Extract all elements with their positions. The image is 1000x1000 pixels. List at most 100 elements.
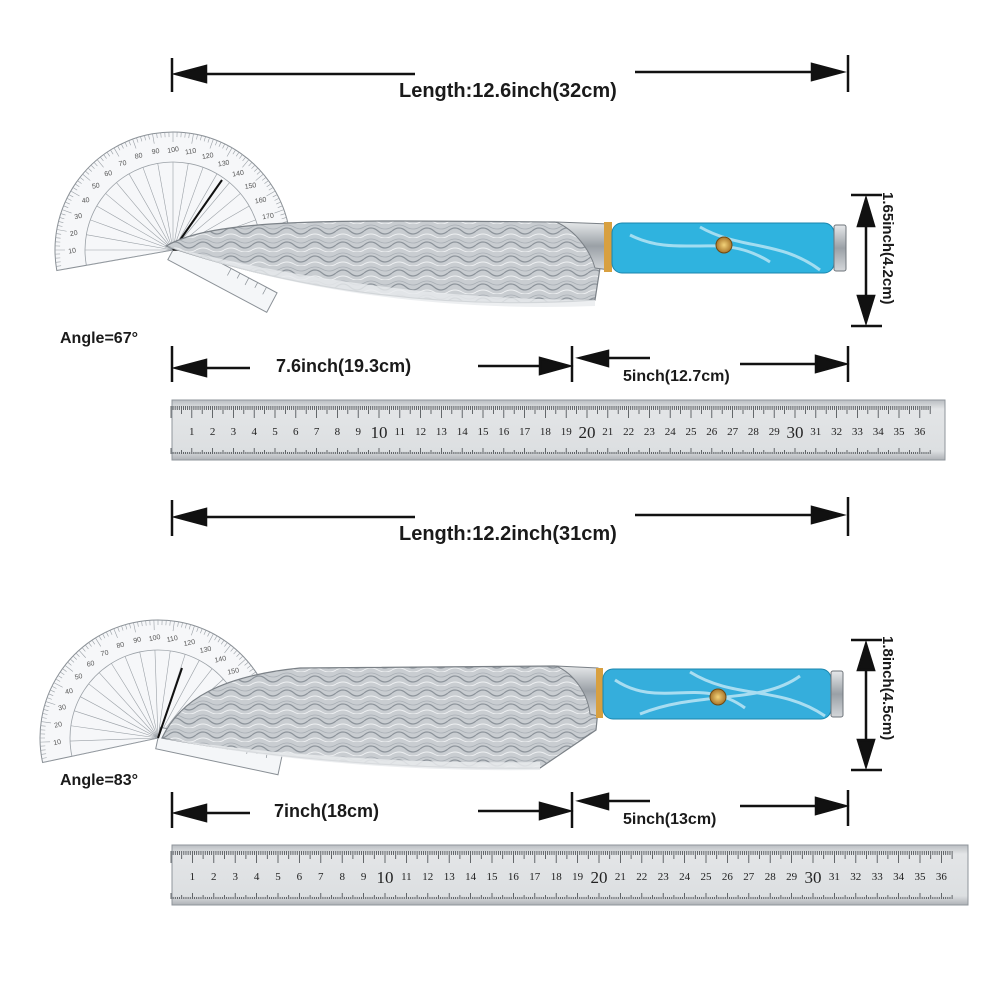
protractor-tick	[59, 217, 65, 220]
protractor-tick	[141, 621, 143, 627]
ruler-number: 10	[371, 423, 388, 442]
knife-2-handle-length-label: 5inch(13cm)	[619, 811, 721, 829]
protractor-tick	[268, 187, 274, 191]
protractor-tick	[117, 627, 120, 632]
protractor-number: 120	[183, 639, 196, 648]
knife-1-handle-length-label: 5inch(12.7cm)	[619, 368, 734, 386]
protractor-tick	[249, 668, 254, 672]
protractor-tick	[57, 675, 63, 679]
ruler-number: 16	[498, 426, 510, 438]
ruler-number: 1	[190, 871, 196, 883]
protractor-tick	[40, 741, 51, 743]
protractor-tick	[56, 268, 67, 271]
protractor-tick	[207, 137, 210, 143]
protractor-tick	[145, 620, 147, 626]
protractor-tick	[232, 149, 236, 155]
ruler-number: 25	[701, 871, 713, 883]
protractor-number: 60	[86, 660, 95, 668]
ruler-number: 3	[232, 871, 238, 883]
protractor-tick	[55, 249, 65, 251]
protractor-tick	[129, 623, 131, 629]
protractor-ray	[90, 219, 174, 251]
protractor-ray	[124, 656, 159, 739]
protractor-tick	[40, 725, 46, 727]
ruler-number: 11	[395, 426, 406, 438]
ruler-number: 33	[852, 426, 864, 438]
protractor-tick	[149, 620, 151, 626]
protractor-tick	[90, 164, 95, 169]
ruler-number: 29	[786, 871, 798, 883]
ruler-number: 1	[189, 426, 195, 438]
protractor-tick	[47, 697, 52, 700]
protractor-tick	[125, 624, 128, 630]
ruler-number: 14	[465, 871, 477, 883]
protractor-tick	[55, 241, 61, 243]
protractor-ray	[105, 193, 174, 251]
protractor-ray	[111, 663, 159, 739]
angle-line-2	[157, 667, 183, 739]
ruler-number: 24	[665, 426, 677, 438]
ruler-number: 26	[722, 871, 734, 883]
protractor-tick	[106, 631, 109, 637]
ruler-number: 28	[748, 426, 760, 438]
protractor-tick	[168, 132, 170, 138]
ruler-number: 31	[810, 426, 821, 438]
protractor-tick	[191, 133, 194, 144]
protractor-ray	[80, 696, 159, 739]
protractor-tick	[230, 647, 235, 652]
protractor-tick	[164, 132, 166, 138]
protractor-tick	[77, 180, 82, 184]
protractor-tick	[121, 143, 124, 149]
ruler-number: 36	[936, 871, 948, 883]
protractor-tick	[264, 180, 269, 184]
ruler-number: 15	[487, 871, 499, 883]
protractor-number: 10	[53, 739, 62, 747]
protractor-tick	[42, 760, 53, 763]
ruler-number: 11	[401, 871, 412, 883]
protractor-ray	[128, 173, 174, 251]
protractor-tick	[50, 689, 55, 693]
protractor-tick	[274, 209, 284, 214]
protractor-number: 50	[74, 673, 83, 681]
ruler-number: 29	[769, 426, 781, 438]
protractor-ray	[84, 249, 174, 251]
ruler-number: 30	[787, 423, 804, 442]
protractor-tick	[254, 167, 259, 172]
protractor-number: 30	[58, 704, 67, 712]
ruler-number: 19	[572, 871, 584, 883]
knife-2-protractor: 1020304050607080901001101201301401501601…	[39, 619, 275, 764]
ruler-number: 33	[872, 871, 884, 883]
ruler-number: 6	[297, 871, 303, 883]
ruler-number: 23	[644, 426, 656, 438]
ruler-number: 24	[679, 871, 691, 883]
protractor-tick	[203, 630, 207, 635]
protractor-number: 110	[185, 148, 197, 157]
protractor-tick	[236, 652, 241, 657]
ruler-number: 15	[478, 426, 490, 438]
ruler-number: 4	[254, 871, 260, 883]
protractor-tick	[181, 622, 183, 628]
protractor-tick	[200, 135, 202, 141]
protractor-tick	[113, 628, 118, 638]
protractor-tick	[222, 143, 225, 149]
ruler-number: 22	[623, 426, 634, 438]
protractor-number: 130	[217, 160, 230, 169]
protractor-tick	[140, 136, 143, 142]
protractor-arm-1	[167, 239, 278, 313]
protractor-ray	[157, 163, 174, 251]
ruler-number: 16	[508, 871, 520, 883]
ruler-number: 28	[765, 871, 777, 883]
protractor-tick	[152, 133, 155, 144]
ruler-number: 21	[602, 426, 613, 438]
knife-1-blade-length-arrow	[170, 346, 574, 382]
protractor-tick	[208, 633, 214, 643]
protractor-tick	[75, 183, 80, 188]
handle-pin-1	[715, 236, 733, 254]
protractor-tick	[67, 661, 72, 666]
protractor-tick	[87, 167, 92, 172]
protractor-ray	[74, 710, 159, 739]
protractor-number: 140	[214, 655, 227, 664]
protractor-tick	[79, 177, 85, 181]
protractor-tick	[53, 682, 63, 688]
protractor-tick	[148, 134, 150, 140]
